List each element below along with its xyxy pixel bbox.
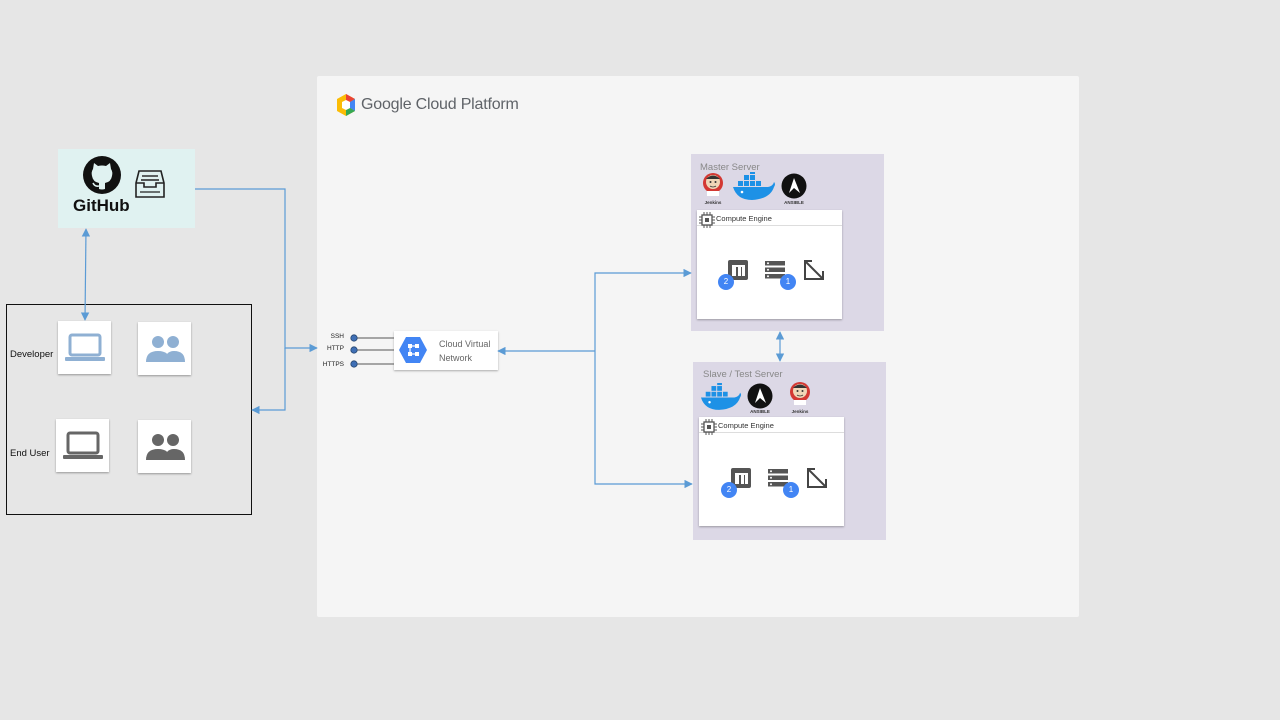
developer-group-tile[interactable] — [138, 322, 191, 375]
slave-storage-badge: 1 — [783, 482, 799, 498]
ansible-icon — [747, 383, 773, 409]
ansible-icon — [781, 173, 807, 199]
network-to-slave-connector — [594, 351, 693, 489]
protocol-ssh: SSH — [330, 333, 344, 340]
slave-compute-label: Compute Engine — [718, 421, 774, 430]
protocol-https: HTTPS — [322, 361, 344, 368]
persistent-disk-icon — [728, 260, 748, 280]
cvn-label-line2: Network — [439, 353, 473, 363]
master-disk-badge: 2 — [718, 274, 734, 290]
cloud-virtual-network-icon — [399, 337, 427, 363]
https-port[interactable] — [350, 360, 358, 368]
master-compute-header — [697, 210, 842, 226]
slave-ansible-label: ANSIBLE — [750, 409, 770, 414]
http-port[interactable] — [350, 346, 358, 354]
protocol-http: HTTP — [327, 345, 344, 352]
resize-arrow-icon — [807, 468, 827, 488]
slave-server-title: Slave / Test Server — [703, 369, 783, 380]
jenkins-icon — [703, 173, 723, 196]
server-stack-icon — [768, 469, 788, 487]
persistent-disk-icon — [731, 468, 751, 488]
docker-icon — [700, 383, 742, 410]
chip-icon — [699, 212, 715, 228]
enduser-laptop-tile[interactable] — [56, 419, 109, 472]
master-compute-label: Compute Engine — [716, 214, 772, 223]
enduser-label: End User — [10, 448, 50, 459]
master-server-title: Master Server — [700, 162, 760, 173]
people-icon — [145, 335, 185, 362]
developer-laptop-tile[interactable] — [58, 321, 111, 374]
inbox-tray-icon — [135, 170, 165, 198]
github-label: GitHub — [73, 196, 130, 215]
github-to-network-connector — [195, 188, 318, 353]
developer-label: Developer — [10, 349, 54, 360]
master-storage-badge: 1 — [780, 274, 796, 290]
ssh-port[interactable] — [350, 334, 358, 342]
slave-compute-header — [699, 417, 844, 433]
master-jenkins-label: Jenkins — [704, 200, 722, 205]
laptop-icon — [64, 333, 105, 361]
server-stack-icon — [765, 261, 785, 279]
network-to-master-connector — [594, 268, 692, 351]
github-box[interactable] — [58, 149, 195, 228]
resize-arrow-icon — [804, 260, 824, 280]
slave-disk-badge: 2 — [721, 482, 737, 498]
master-compute-engine-card[interactable]: Compute Engine 2 1 — [697, 210, 842, 319]
cloud-virtual-network-label: Cloud Virtual Network — [439, 337, 490, 365]
slave-jenkins-label: Jenkins — [791, 409, 809, 414]
jenkins-icon — [790, 382, 810, 405]
network-to-users-connector — [251, 348, 286, 415]
slave-compute-engine-card[interactable]: Compute Engine 2 1 — [699, 417, 844, 526]
chip-icon — [701, 419, 717, 435]
docker-icon — [733, 172, 775, 200]
cvn-label-line1: Cloud Virtual — [439, 339, 491, 349]
gcp-logo: Google Cloud Platform — [335, 92, 519, 118]
master-ansible-label: ANSIBLE — [784, 200, 804, 205]
gcp-hexagon-icon — [337, 94, 355, 116]
laptop-icon — [62, 431, 103, 459]
people-icon — [145, 433, 185, 460]
github-users-connector — [80, 228, 91, 321]
users-box — [6, 304, 252, 515]
github-octocat-icon — [83, 156, 121, 194]
enduser-group-tile[interactable] — [138, 420, 191, 473]
gcp-brand-text: Google Cloud Platform — [361, 96, 519, 113]
